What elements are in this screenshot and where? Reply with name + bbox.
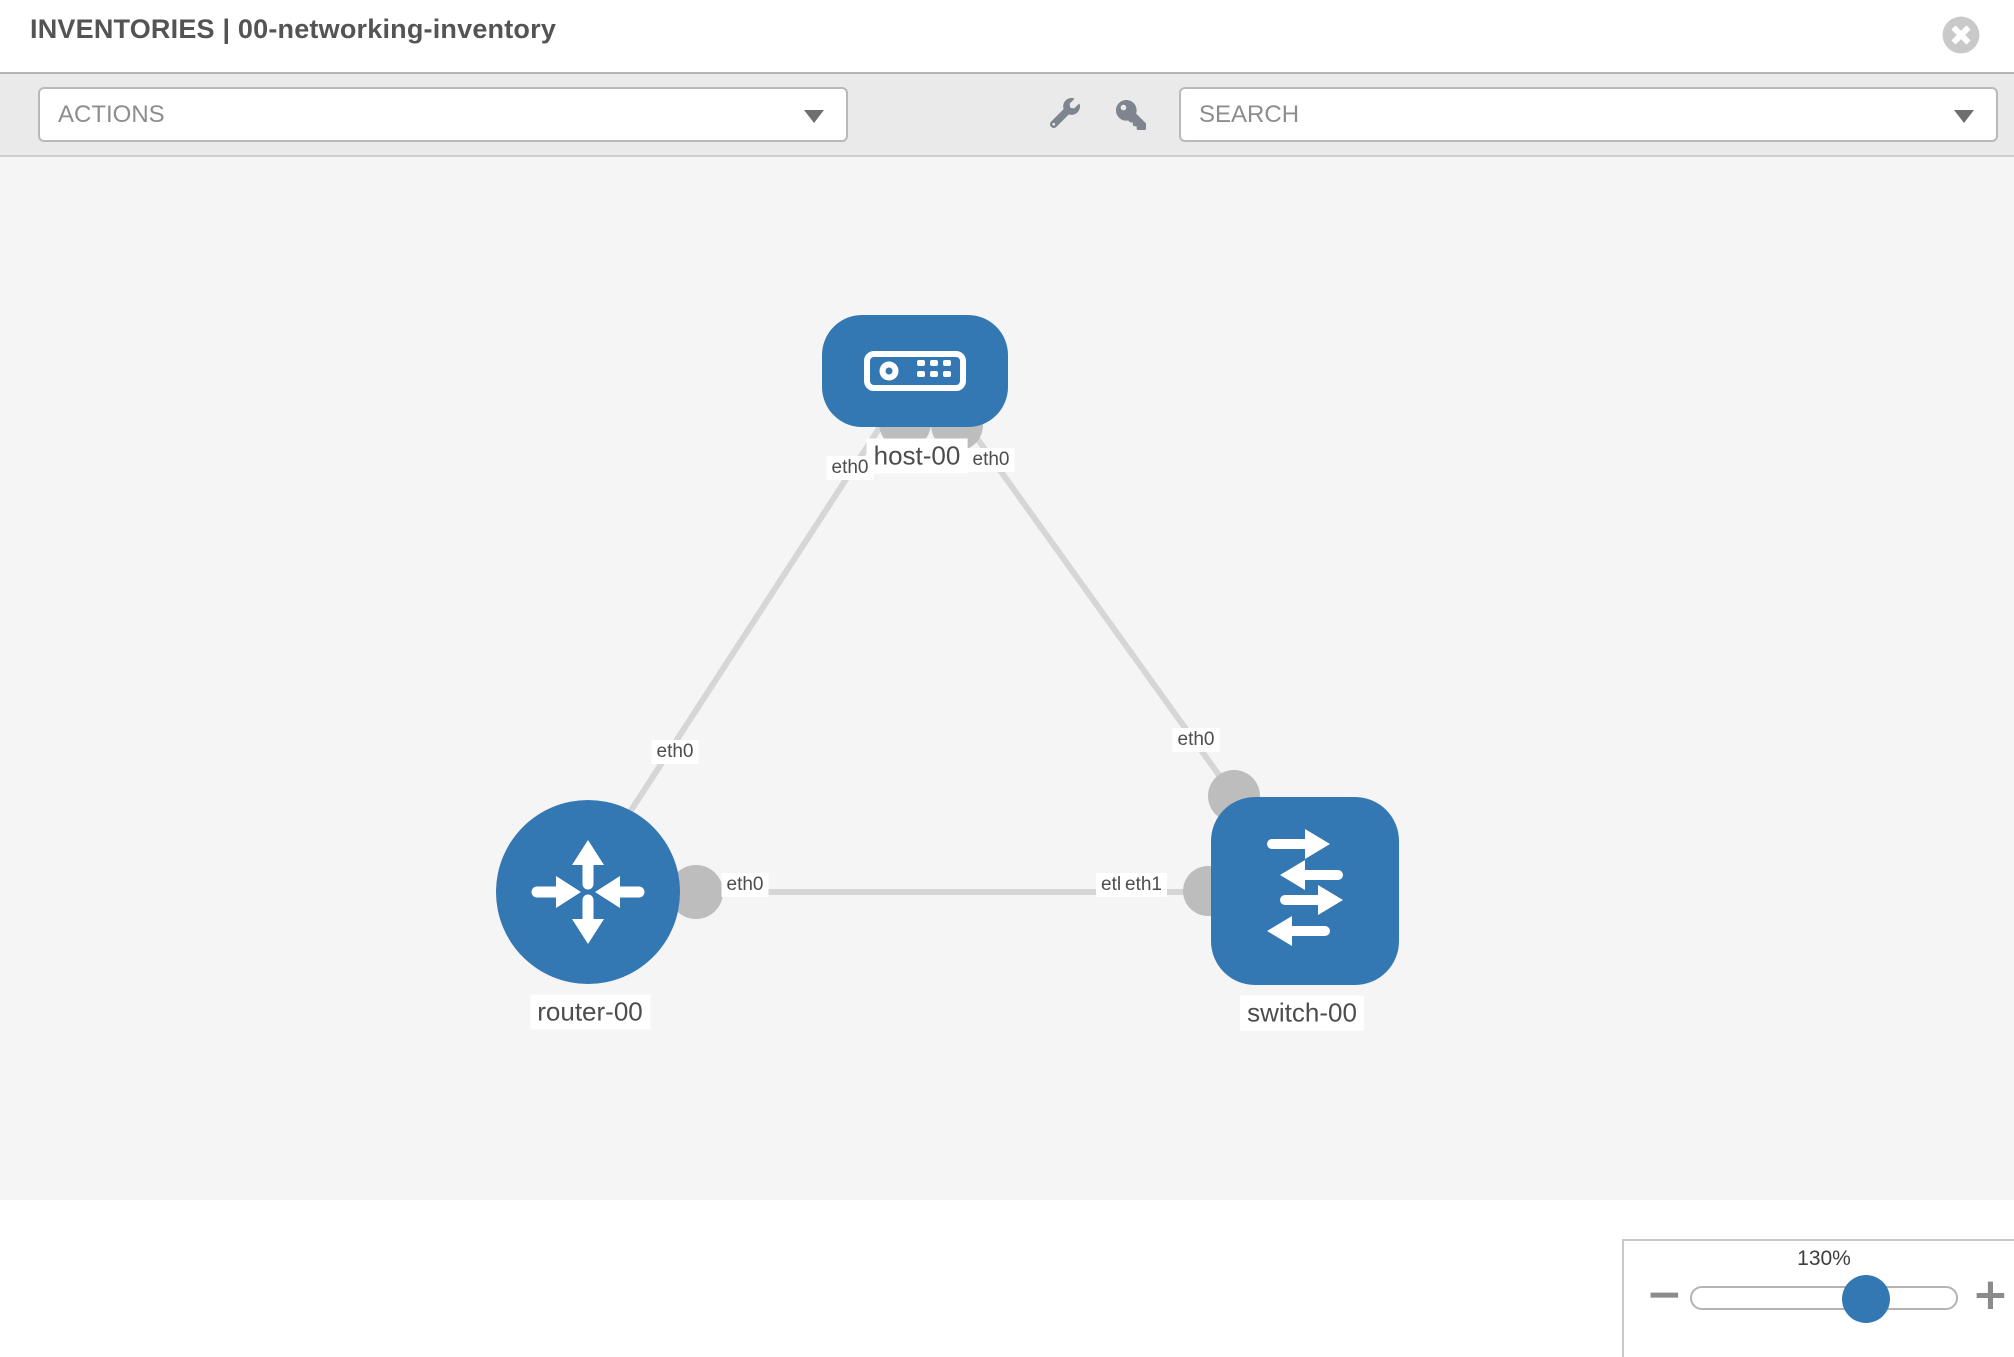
page-header: INVENTORIES | 00-networking-inventory [0,0,2014,72]
node-label-host-00: host-00 [866,438,968,474]
wrench-icon [1049,98,1080,131]
port-label-router-eth0-top: eth0 [651,740,699,764]
actions-dropdown[interactable]: ACTIONS [38,87,848,142]
chevron-down-icon [804,110,824,123]
node-router-00[interactable] [496,800,680,984]
topology-canvas[interactable]: host-00 router-00 switch-00 eth0 eth0 et… [0,157,2014,1357]
close-button[interactable] [1941,16,1981,56]
zoom-out-button[interactable]: − [1646,1273,1683,1317]
key-icon [1115,100,1147,133]
port-label-host-eth0-left: eth0 [826,456,874,480]
port-label-switch-eth0-top: eth0 [1172,728,1220,752]
interface-dot [669,865,723,919]
port-label-router-eth0-right: eth0 [721,873,769,897]
port-label-switch-eth1-front: eth1 [1120,873,1167,897]
zoom-slider-track[interactable] [1690,1275,1958,1323]
actions-dropdown-label: ACTIONS [58,101,165,128]
toolbar: ACTIONS SEARCH [0,72,2014,157]
key-button[interactable] [1113,100,1149,130]
chevron-down-icon [1954,110,1974,123]
switch-icon [1267,829,1343,946]
wrench-button[interactable] [1049,98,1081,130]
zoom-panel: 130% − + [1622,1239,2014,1357]
router-icon [531,840,645,944]
port-label-host-eth0-right: eth0 [967,448,1015,472]
zoom-slider-handle[interactable] [1842,1275,1890,1323]
node-label-switch-00: switch-00 [1240,995,1364,1031]
node-label-router-00: router-00 [530,994,650,1030]
zoom-level-label: 130% [1797,1247,1851,1270]
search-dropdown-label: SEARCH [1199,101,1300,128]
zoom-in-button[interactable]: + [1972,1273,2009,1317]
minus-icon: − [1646,1269,1683,1320]
close-icon [1942,16,1980,57]
search-dropdown[interactable]: SEARCH [1179,87,1998,142]
page-title: INVENTORIES | 00-networking-inventory [30,14,557,44]
node-switch-00[interactable] [1211,797,1399,985]
node-host-00[interactable] [822,315,1008,427]
host-icon [864,351,966,391]
plus-icon: + [1972,1269,2009,1320]
